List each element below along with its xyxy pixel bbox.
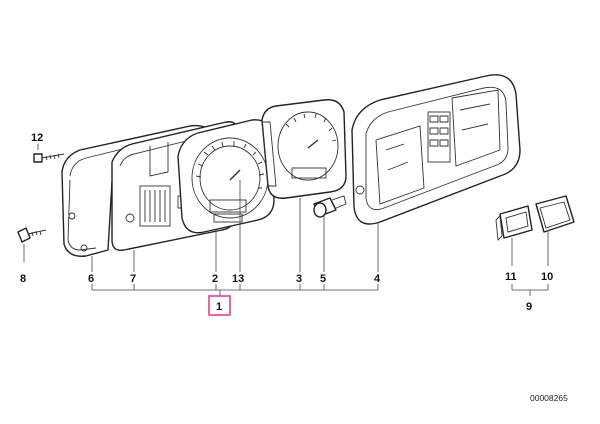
screw-12[interactable] <box>33 153 65 163</box>
highlight-box <box>208 295 231 316</box>
callout-8[interactable]: 8 <box>20 273 26 285</box>
clock-cover[interactable] <box>535 195 575 233</box>
screw-8[interactable] <box>17 227 47 243</box>
callout-10[interactable]: 10 <box>541 271 553 283</box>
callout-2[interactable]: 2 <box>212 273 218 285</box>
instrument-cluster[interactable] <box>177 119 275 234</box>
clock-module[interactable] <box>495 205 533 241</box>
gauge-unit[interactable] <box>261 99 347 199</box>
callout-13[interactable]: 13 <box>232 273 244 285</box>
bulb-socket[interactable] <box>313 195 347 218</box>
leader-lines <box>23 144 549 296</box>
callout-6[interactable]: 6 <box>88 273 94 285</box>
callout-4[interactable]: 4 <box>374 273 381 285</box>
callout-11[interactable]: 11 <box>505 271 517 283</box>
callout-7[interactable]: 7 <box>130 273 136 285</box>
front-bezel[interactable] <box>351 74 521 225</box>
callout-3[interactable]: 3 <box>296 273 302 285</box>
callout-1[interactable]: 1 <box>216 301 222 313</box>
callout-5[interactable]: 5 <box>320 273 326 285</box>
callout-12[interactable]: 12 <box>31 132 43 144</box>
reference-number: 00008265 <box>530 393 568 403</box>
callout-9[interactable]: 9 <box>526 301 532 313</box>
